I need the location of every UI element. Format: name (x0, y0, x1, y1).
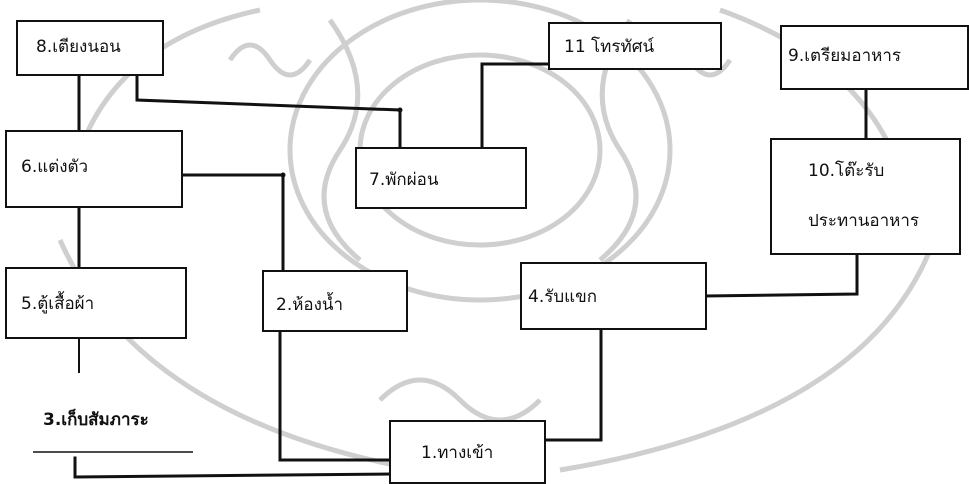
node-rest-label: 7.พักผ่อน (369, 170, 439, 190)
node-dressing: 6.แต่งตัว (5, 130, 183, 208)
node-reception: 4.รับแขก (520, 262, 707, 330)
node-dining-table-label-line2: ประทานอาหาร (808, 211, 920, 231)
node-food-prep: 9.เตรียมอาหาร (780, 25, 969, 90)
node-dining-table: 10.โต๊ะรับ ประทานอาหาร (770, 138, 961, 255)
link-6-2 (178, 173, 285, 273)
node-reception-label: 4.รับแขก (528, 287, 598, 307)
node-rest: 7.พักผ่อน (355, 147, 527, 209)
node-bed: 8.เตียงนอน (16, 20, 164, 76)
node-television: 11 โทรทัศน์ (548, 22, 722, 70)
link-4-10 (703, 252, 859, 298)
link-7-11 (480, 62, 552, 185)
node-dining-table-label-line1: 10.โต๊ะรับ (808, 161, 885, 181)
node-bathroom: 2.ห้องน้ำ (262, 270, 408, 332)
node-entrance: 1.ทางเข้า (389, 420, 546, 484)
node-wardrobe-label: 5.ตู้เสื้อผ้า (21, 294, 95, 314)
node-wardrobe: 5.ตู้เสื้อผ้า (5, 267, 187, 339)
node-bed-label: 8.เตียงนอน (36, 37, 121, 57)
node-entrance-label: 1.ทางเข้า (421, 443, 494, 463)
node-bathroom-label: 2.ห้องน้ำ (276, 295, 344, 315)
link-4-1 (541, 327, 603, 442)
link-8-7 (135, 72, 402, 150)
node-dressing-label: 6.แต่งตัว (21, 157, 89, 177)
node-food-prep-label: 9.เตรียมอาหาร (788, 46, 902, 66)
node-television-label: 11 โทรทัศน์ (564, 37, 655, 57)
link-3-1 (73, 456, 393, 479)
node-storage-label: 3.เก็บสัมภาระ (43, 410, 149, 430)
link-2-1 (278, 329, 392, 462)
